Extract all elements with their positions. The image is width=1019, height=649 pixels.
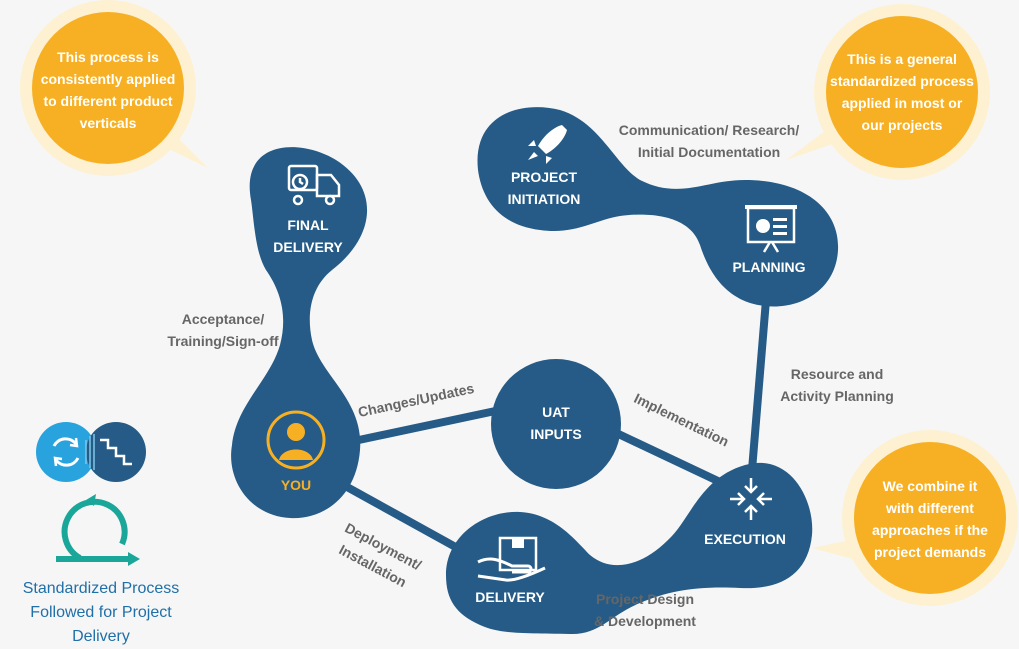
connector-design-label: Project Design & Development [580, 588, 710, 632]
connector-line-uat-execution [608, 426, 722, 486]
project-initiation-line2: INITIATION [507, 191, 581, 207]
bubble-top-left-text: This process is consistently applied to … [38, 46, 178, 134]
caption-line2: Followed for Project Delivery [30, 604, 172, 645]
acceptance-line2: Training/Sign-off [167, 333, 279, 349]
communication-line1: Communication/ Research/ [618, 122, 800, 138]
agile-cycle-icon [56, 494, 140, 566]
cycle-icon [36, 422, 96, 482]
node-you-label: YOU [280, 477, 312, 493]
bubble-top-left-line3: to different product [43, 93, 173, 109]
bubble-bottom-right-line2: with different [886, 500, 974, 516]
node-final-delivery-label: FINAL DELIVERY [268, 214, 348, 258]
connector-line-you-delivery [336, 478, 472, 559]
bubble-top-right-text: This is a general standardized process a… [826, 48, 978, 136]
node-uat-inputs-shape [491, 359, 621, 489]
bubble-top-right-shape [786, 4, 990, 180]
bubble-top-right-line2: standardized process [830, 73, 974, 89]
acceptance-line1: Acceptance/ [181, 311, 265, 327]
uat-inputs-line2: INPUTS [530, 426, 582, 442]
bubble-bottom-right-line3: approaches if the [872, 522, 988, 538]
connector-line-planning-execution [748, 299, 770, 471]
node-delivery-execution-shape [446, 462, 813, 635]
arrows-converge-icon [730, 478, 772, 520]
bubble-top-left-line1: This process is [57, 49, 159, 65]
uat-inputs-line1: UAT [542, 404, 570, 420]
node-initiation-planning-shape [477, 107, 839, 307]
staircase-icon [85, 422, 146, 482]
rocket-icon [528, 125, 567, 164]
bubble-bottom-right-shape [812, 430, 1018, 606]
final-delivery-line2: DELIVERY [273, 239, 343, 255]
node-project-initiation-label: PROJECT INITIATION [494, 166, 594, 210]
connector-resource-label: Resource and Activity Planning [772, 363, 902, 407]
presentation-board-icon [745, 205, 797, 253]
node-delivery-label: DELIVERY [475, 589, 545, 605]
bubble-top-left-line2: consistently applied [40, 71, 176, 87]
bubble-top-right-line4: our projects [861, 117, 943, 133]
bubble-top-left-line4: verticals [79, 115, 137, 131]
connector-acceptance-label: Acceptance/ Training/Sign-off [150, 308, 296, 352]
bubble-bottom-right-text: We combine it with different approaches … [860, 475, 1000, 563]
hand-package-icon [477, 536, 546, 582]
final-delivery-line1: FINAL [287, 217, 329, 233]
bubble-bottom-right-line4: project demands [873, 544, 987, 560]
design-line1: Project Design [595, 591, 695, 607]
caption: Standardized Process Followed for Projec… [0, 577, 202, 649]
resource-line1: Resource and [790, 366, 884, 382]
user-icon [266, 410, 326, 470]
delivery-truck-icon [287, 164, 341, 206]
node-uat-inputs-label: UAT INPUTS [516, 401, 596, 445]
bubble-top-left-shape [20, 0, 208, 176]
bubble-top-right-line1: This is a general [847, 51, 957, 67]
connector-communication-label: Communication/ Research/ Initial Documen… [612, 119, 806, 163]
node-execution-label: EXECUTION [704, 531, 786, 547]
communication-line2: Initial Documentation [637, 144, 781, 160]
resource-line2: Activity Planning [780, 388, 894, 404]
node-planning-label: PLANNING [732, 259, 806, 275]
node-final-delivery-shape [231, 147, 368, 519]
bubble-top-right-line3: applied in most or [841, 95, 963, 111]
connector-line-you-uat [339, 406, 501, 448]
project-initiation-line1: PROJECT [510, 169, 578, 185]
bubble-bottom-right-line1: We combine it [882, 478, 978, 494]
caption-line1: Standardized Process [22, 580, 180, 597]
design-line2: & Development [594, 613, 696, 629]
